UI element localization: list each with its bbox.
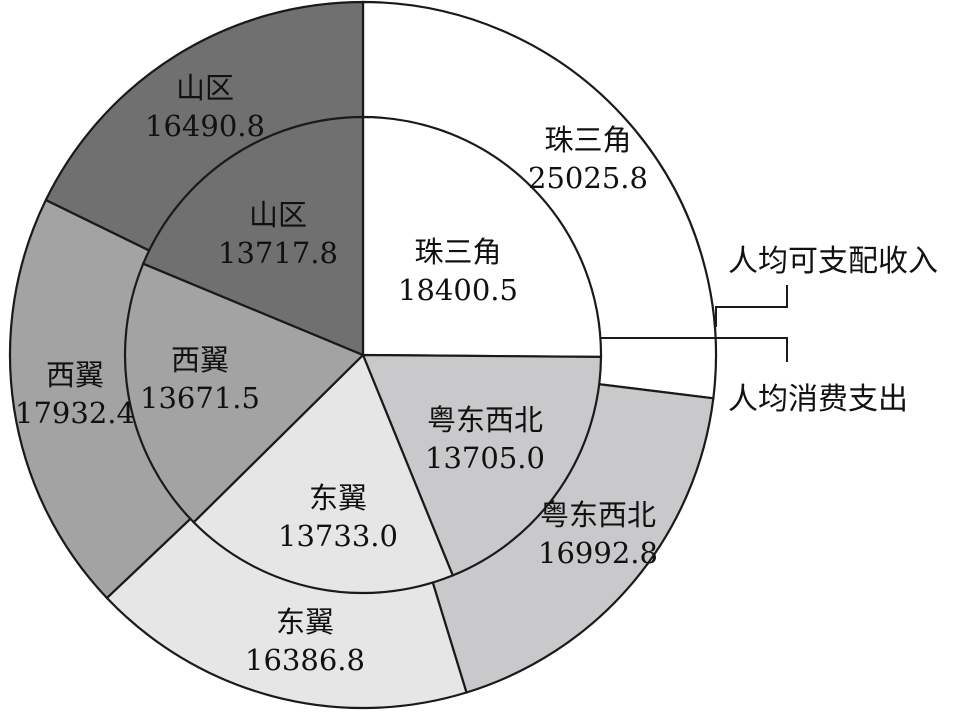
legend-inner-series-label: 人均消费支出 — [728, 382, 908, 417]
legend-leader-outer — [715, 285, 788, 327]
outer-label-pearl-river-delta-value: 25025.8 — [528, 161, 648, 195]
inner-label-west-wing-category: 西翼 — [171, 343, 229, 377]
inner-slice-pearl-river-delta — [361, 115, 603, 359]
inner-label-mountain-category: 山区 — [249, 198, 307, 232]
inner-ring-expenditure — [123, 115, 603, 595]
legend: 人均可支配收入 人均消费支出 — [600, 244, 938, 417]
outer-label-mountain-category: 山区 — [176, 71, 234, 105]
outer-label-west-wing-value: 17932.4 — [15, 396, 135, 430]
outer-label-mountain-value: 16490.8 — [145, 109, 265, 143]
outer-label-east-wing-value: 16386.8 — [245, 643, 365, 677]
inner-label-mountain-value: 13717.8 — [218, 236, 338, 270]
inner-slice-mountain — [141, 115, 365, 357]
outer-label-east-wing-category: 东翼 — [276, 605, 334, 639]
slice-labels: 珠三角 25025.8 粤东西北 16992.8 东翼 16386.8 西翼 17932.4 山… — [15, 71, 658, 677]
inner-label-east-west-north-category: 粤东西北 — [427, 403, 543, 437]
inner-label-pearl-river-delta-value: 18400.5 — [398, 273, 518, 307]
inner-label-west-wing-value: 13671.5 — [140, 381, 260, 415]
outer-label-west-wing-category: 西翼 — [46, 358, 104, 392]
outer-label-east-west-north-value: 16992.8 — [538, 536, 658, 570]
outer-label-pearl-river-delta-category: 珠三角 — [544, 123, 631, 157]
outer-label-east-west-north-category: 粤东西北 — [540, 498, 656, 532]
inner-label-pearl-river-delta-category: 珠三角 — [414, 235, 501, 269]
legend-outer-series-label: 人均可支配收入 — [728, 244, 938, 279]
inner-label-east-wing-value: 13733.0 — [278, 519, 398, 553]
inner-slice-west-wing — [123, 262, 365, 524]
inner-label-east-wing-category: 东翼 — [309, 481, 367, 515]
inner-slice-east-west-north — [361, 353, 603, 577]
inner-label-east-west-north-value: 13705.0 — [425, 441, 545, 475]
legend-leader-inner — [600, 337, 788, 362]
inner-slice-east-wing — [192, 353, 455, 595]
